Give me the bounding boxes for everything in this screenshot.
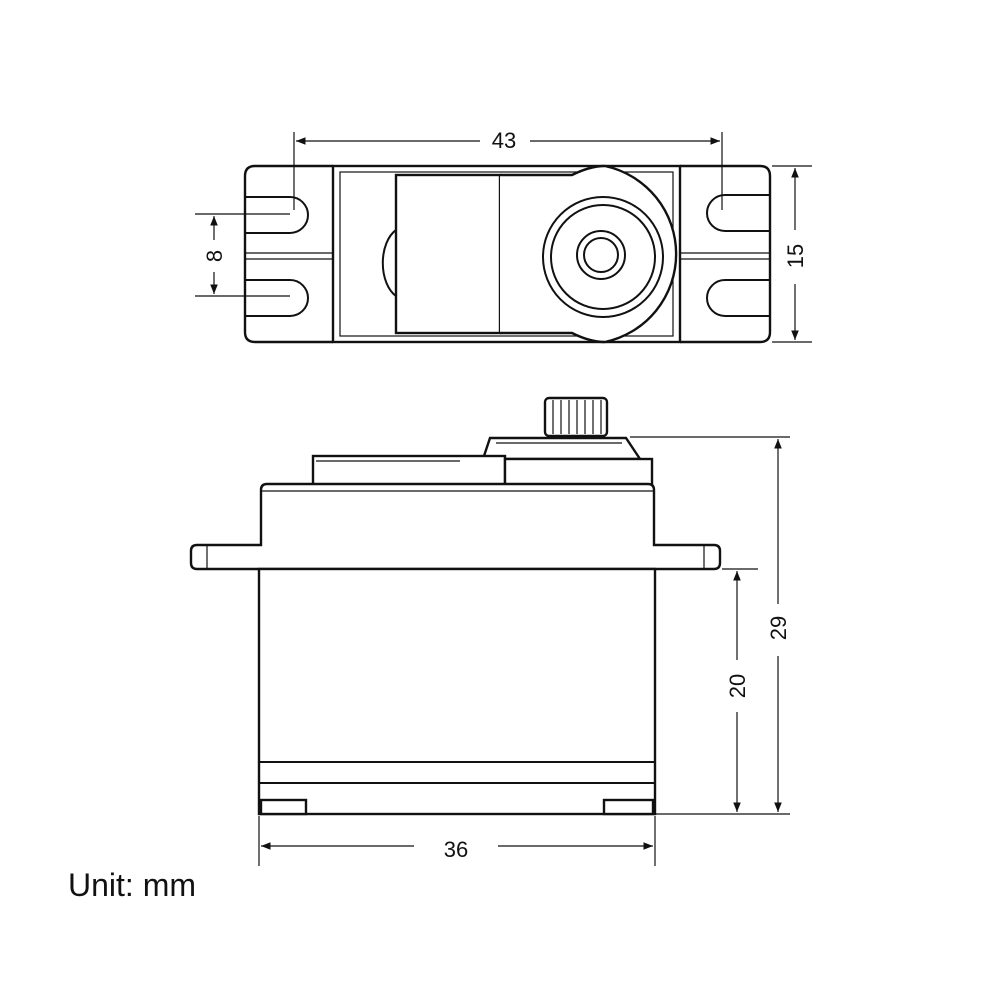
left-mounting-ear — [243, 164, 333, 344]
dimension-43: 43 — [492, 128, 516, 153]
right-upper-slot — [706, 194, 770, 232]
dimension-8: 8 — [202, 250, 227, 262]
output-spline-icon — [576, 230, 626, 280]
lower-case — [257, 567, 657, 816]
dimension-36: 36 — [444, 837, 468, 862]
right-mounting-ear — [680, 164, 772, 344]
dimension-29: 29 — [766, 616, 791, 640]
dimension-20: 20 — [725, 674, 750, 698]
dimension-15: 15 — [783, 244, 808, 268]
output-housing — [500, 164, 678, 344]
output-gear-icon — [543, 396, 609, 438]
left-lower-slot — [245, 279, 309, 317]
left-upper-slot — [245, 196, 309, 234]
top-cover-block — [394, 173, 502, 335]
gear-boss — [481, 436, 643, 461]
side-view: 29 20 36 — [189, 396, 791, 866]
upper-case-with-flanges — [189, 482, 722, 571]
top-cover-right — [503, 457, 654, 488]
unit-label: Unit: mm — [68, 867, 196, 903]
top-view: 43 8 15 — [195, 128, 812, 344]
right-lower-slot — [706, 279, 770, 317]
